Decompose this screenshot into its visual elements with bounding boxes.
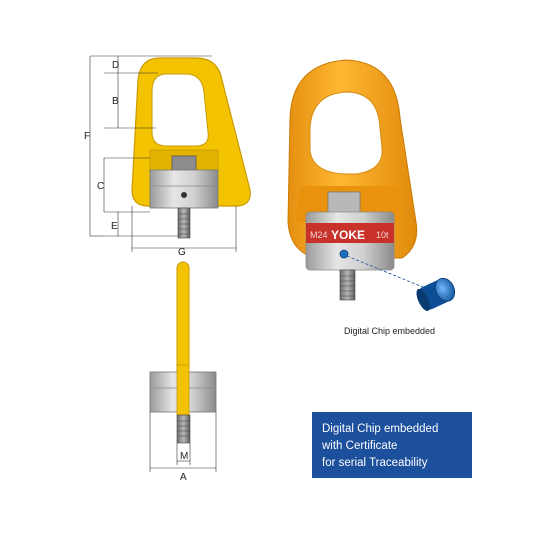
photo-collar-text-left: M24 xyxy=(310,230,328,240)
info-box-line-2: with Certificate xyxy=(322,440,398,452)
dimension-label-a: A xyxy=(180,472,187,483)
photo-nut xyxy=(327,191,361,215)
side-view-drawing xyxy=(149,261,217,444)
photo-chip-hole xyxy=(339,249,349,259)
front-view-dimension-lines xyxy=(89,55,237,252)
chip-caption: Digital Chip embedded xyxy=(344,326,436,336)
photo-collar-brand: YOKE xyxy=(331,228,365,242)
dimension-label-m: M xyxy=(180,451,188,462)
front-view-chip-hole xyxy=(181,192,187,198)
info-box-line-1: Digital Chip embedded xyxy=(322,423,439,435)
dimension-label-f: F xyxy=(84,131,90,142)
front-view-ring-opening xyxy=(151,73,209,147)
dimension-label-d: D xyxy=(112,60,119,71)
dimension-label-c: C xyxy=(97,181,104,192)
side-view-bolt xyxy=(176,414,191,444)
front-view-nut xyxy=(171,155,197,171)
side-view-dimension-lines xyxy=(149,412,217,472)
dimension-label-b: B xyxy=(112,96,119,107)
info-box: Digital Chip embedded with Certificate f… xyxy=(312,412,472,478)
dimension-label-e: E xyxy=(111,221,118,232)
front-view-body xyxy=(149,169,219,209)
info-box-line-3: for serial Traceability xyxy=(322,457,428,469)
front-view-bolt xyxy=(177,207,191,239)
photo-collar-text-right: 10t xyxy=(376,230,389,240)
dimension-label-g: G xyxy=(178,247,186,258)
photo-red-band xyxy=(306,223,394,243)
photo-ring-opening xyxy=(309,91,383,175)
digital-chip xyxy=(416,277,456,311)
front-view-drawing xyxy=(131,57,251,239)
product-photo: M24 YOKE 10t xyxy=(287,59,456,311)
photo-bolt xyxy=(339,269,356,301)
